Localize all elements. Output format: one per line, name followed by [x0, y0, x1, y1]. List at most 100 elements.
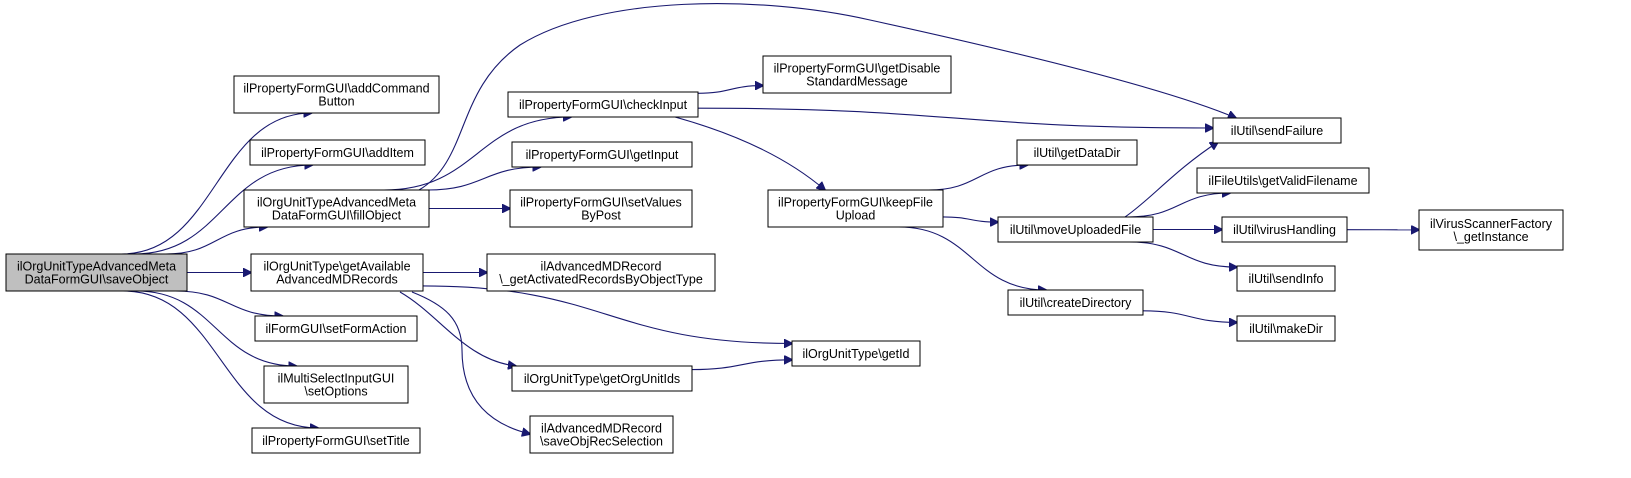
node-label-line: StandardMessage: [806, 75, 908, 89]
node-label-line: ilOrgUnitType\getAvailable: [263, 260, 410, 274]
nodes-layer: ilOrgUnitTypeAdvancedMetaDataFormGUI\sav…: [5, 55, 1564, 454]
edge-n8-to-n15: [674, 116, 825, 190]
node-box: [509, 189, 693, 228]
node-label-line: DataFormGUI\fillObject: [272, 209, 402, 223]
node-label-line: \setOptions: [304, 385, 367, 399]
edge-n15-to-n19: [942, 216, 998, 222]
node-n8[interactable]: ilPropertyFormGUI\checkInput: [507, 91, 699, 118]
node-label-line: ilUtil\makeDir: [1249, 322, 1323, 336]
node-label-line: ilVirusScannerFactory: [1430, 217, 1553, 231]
node-box: [997, 216, 1154, 243]
node-box: [511, 365, 693, 392]
node-label-line: ilUtil\virusHandling: [1233, 223, 1336, 237]
node-label-line: ilFileUtils\getValidFilename: [1208, 174, 1357, 188]
node-box: [243, 189, 430, 228]
node-n14[interactable]: ilPropertyFormGUI\getDisableStandardMess…: [762, 55, 952, 94]
node-label-line: ilOrgUnitTypeAdvancedMeta: [17, 260, 176, 274]
node-n24[interactable]: ilUtil\makeDir: [1236, 315, 1336, 342]
node-label-line: ilPropertyFormGUI\setTitle: [262, 434, 410, 448]
node-box: [767, 189, 944, 228]
node-label-line: ilUtil\getDataDir: [1034, 146, 1121, 160]
node-box: [251, 427, 421, 454]
node-n2[interactable]: ilPropertyFormGUI\addItem: [249, 139, 426, 166]
node-box: [511, 141, 693, 168]
node-label-line: ilPropertyFormGUI\setValues: [520, 196, 682, 210]
node-n22[interactable]: ilUtil\virusHandling: [1221, 216, 1348, 243]
node-label-line: ilUtil\sendFailure: [1231, 124, 1323, 138]
node-box: [1196, 167, 1370, 194]
edge-n4-to-n12: [399, 291, 516, 366]
node-label-line: ilPropertyFormGUI\getInput: [526, 148, 679, 162]
node-n23[interactable]: ilUtil\sendInfo: [1236, 265, 1336, 292]
node-label-line: ilFormGUI\setFormAction: [266, 322, 407, 336]
node-box: [1236, 315, 1336, 342]
edge-n20-to-n24: [1142, 310, 1237, 323]
node-label-line: \saveObjRecSelection: [540, 435, 663, 449]
node-box: [249, 139, 426, 166]
edge-n4-to-n16: [422, 285, 792, 344]
edge-n8-to-n17: [697, 107, 1213, 128]
node-label-line: ilPropertyFormGUI\checkInput: [519, 98, 688, 112]
node-n21[interactable]: ilFileUtils\getValidFilename: [1196, 167, 1370, 194]
node-n9[interactable]: ilPropertyFormGUI\getInput: [511, 141, 693, 168]
node-n16[interactable]: ilOrgUnitType\getId: [791, 340, 921, 367]
node-n4[interactable]: ilOrgUnitType\getAvailableAdvancedMDReco…: [250, 253, 424, 292]
node-n20[interactable]: ilUtil\createDirectory: [1007, 289, 1144, 316]
node-box: [486, 253, 716, 292]
node-box: [791, 340, 921, 367]
node-box: [1212, 117, 1342, 144]
node-box: [1418, 209, 1564, 251]
node-label-line: ilAdvancedMDRecord: [541, 260, 662, 274]
node-box: [233, 75, 440, 114]
node-label-line: ilPropertyFormGUI\addCommand: [243, 82, 429, 96]
root-node-box: [5, 253, 188, 292]
node-n6[interactable]: ilMultiSelectInputGUI\setOptions: [263, 365, 409, 404]
node-n13[interactable]: ilAdvancedMDRecord\saveObjRecSelection: [529, 415, 674, 454]
node-label-line: ByPost: [581, 209, 621, 223]
edge-n19-to-n17: [1124, 142, 1218, 218]
edge-n3-to-n8: [383, 117, 571, 191]
node-n17[interactable]: ilUtil\sendFailure: [1212, 117, 1342, 144]
node-label-line: AdvancedMDRecords: [276, 273, 398, 287]
edge-n0-to-n3: [165, 227, 267, 255]
node-box: [250, 253, 424, 292]
edges-layer: [121, 3, 1419, 434]
node-label-line: Button: [318, 95, 354, 109]
node-box: [1221, 216, 1348, 243]
edge-n12-to-n16: [691, 360, 792, 371]
node-n5[interactable]: ilFormGUI\setFormAction: [254, 315, 418, 342]
node-label-line: \_getActivatedRecordsByObjectType: [499, 273, 703, 287]
edge-n8-to-n14: [697, 86, 763, 94]
node-label-line: ilOrgUnitType\getId: [803, 347, 910, 361]
edge-n0-to-n2: [133, 165, 313, 255]
node-box: [1236, 265, 1336, 292]
node-box: [507, 91, 699, 118]
node-n25[interactable]: ilVirusScannerFactory\_getInstance: [1418, 209, 1564, 251]
node-box: [1016, 139, 1138, 166]
node-n11[interactable]: ilAdvancedMDRecord\_getActivatedRecordsB…: [486, 253, 716, 292]
node-box: [263, 365, 409, 404]
node-label-line: ilAdvancedMDRecord: [541, 422, 662, 436]
node-n7[interactable]: ilPropertyFormGUI\setTitle: [251, 427, 421, 454]
edge-n15-to-n20: [898, 226, 1046, 290]
node-n18[interactable]: ilUtil\getDataDir: [1016, 139, 1138, 166]
node-n12[interactable]: ilOrgUnitType\getOrgUnitIds: [511, 365, 693, 392]
node-box: [254, 315, 418, 342]
edge-n0-to-n6: [136, 290, 296, 366]
edge-n4-to-n13: [411, 291, 530, 434]
edge-n0-to-n1: [121, 113, 311, 255]
node-n19[interactable]: ilUtil\moveUploadedFile: [997, 216, 1154, 243]
node-label-line: ilUtil\createDirectory: [1020, 296, 1133, 310]
edge-n3-to-n17: [418, 3, 1236, 191]
edge-n19-to-n21: [1128, 193, 1230, 218]
node-box: [1007, 289, 1144, 316]
node-label-line: \_getInstance: [1453, 230, 1528, 244]
node-box: [529, 415, 674, 454]
node-n0[interactable]: ilOrgUnitTypeAdvancedMetaDataFormGUI\sav…: [5, 253, 188, 292]
edge-n19-to-n23: [1129, 241, 1237, 267]
node-n3[interactable]: ilOrgUnitTypeAdvancedMetaDataFormGUI\fil…: [243, 189, 430, 228]
